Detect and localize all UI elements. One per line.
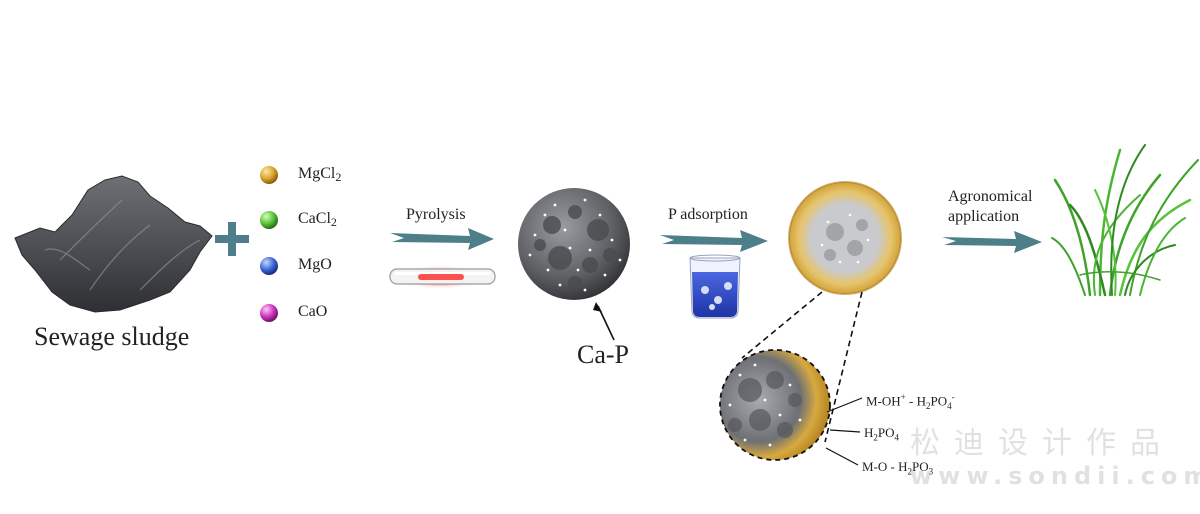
zoom-line-right xyxy=(824,291,863,443)
biochar-sphere-icon xyxy=(518,188,630,300)
mechanism-label-3: M-O - H2PO3 xyxy=(862,459,934,477)
ca-p-label: Ca-P xyxy=(577,340,629,369)
p-adsorption-label: P adsorption xyxy=(668,206,748,223)
mgcl2-ball-icon xyxy=(260,166,278,184)
sewage-sludge-label: Sewage sludge xyxy=(34,322,190,351)
mechanism-label-2: H2PO4 xyxy=(864,425,900,443)
watermark-url: www.sondii.com xyxy=(910,462,1200,490)
legend-item-cao: CaO xyxy=(298,303,328,320)
grass-icon xyxy=(1051,144,1199,297)
mechanism-line-3 xyxy=(825,447,859,466)
agronomical-arrow xyxy=(942,231,1042,253)
plus-icon xyxy=(215,222,249,256)
cacl2-ball-icon xyxy=(260,211,278,229)
p-adsorption-arrow xyxy=(660,230,768,252)
zoom-line-left xyxy=(741,291,823,359)
mechanism-line-1 xyxy=(826,397,863,413)
mgo-ball-icon xyxy=(260,257,278,275)
sewage-sludge-icon xyxy=(14,175,213,313)
legend-item-cacl2: CaCl2 xyxy=(298,210,337,229)
legend-item-mgo: MgO xyxy=(298,256,332,273)
pyrolysis-tube-icon xyxy=(389,265,496,289)
zoom-detail-icon xyxy=(719,349,831,461)
pyrolysis-label: Pyrolysis xyxy=(406,206,466,223)
legend-item-mgcl2: MgCl2 xyxy=(298,165,342,184)
mechanism-label-1: M-OH+ - H2PO4- xyxy=(866,392,955,411)
agronomical-label: Agronomical application xyxy=(948,188,1033,225)
pyrolysis-arrow xyxy=(390,228,494,250)
p-loaded-sphere-icon xyxy=(788,181,902,295)
cao-ball-icon xyxy=(260,304,278,322)
beaker-icon xyxy=(689,254,741,319)
watermark-chinese: 松迪设计作品 xyxy=(910,426,1174,461)
mechanism-line-2 xyxy=(829,429,861,433)
